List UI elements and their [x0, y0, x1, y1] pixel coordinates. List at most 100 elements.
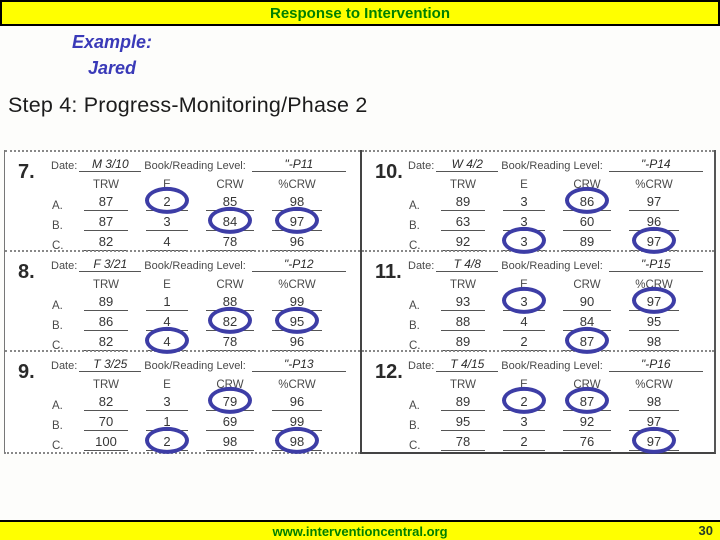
score-value: 96 — [272, 334, 322, 351]
column-header: E — [163, 379, 171, 391]
score-value: 88 — [206, 294, 254, 311]
score-value: 76 — [563, 434, 611, 451]
reading-level-value: "-P13 — [251, 357, 346, 372]
column-header: E — [520, 279, 528, 291]
reading-level-value: "-P11 — [251, 157, 346, 172]
corner-spacer — [49, 392, 75, 393]
row-label: A. — [52, 200, 63, 212]
column-header: %CRW — [278, 379, 316, 391]
score-value: 89 — [563, 234, 611, 251]
score-value: 95 — [272, 306, 322, 334]
score-value: 95 — [441, 414, 485, 431]
score-value: 2 — [503, 434, 545, 451]
reading-level-label: Book/Reading Level: — [501, 360, 603, 372]
score-value: 3 — [502, 226, 546, 254]
column-header: CRW — [216, 379, 244, 391]
date-value: T 4/8 — [436, 257, 499, 272]
row-label: A. — [409, 400, 420, 412]
score-value: 86 — [563, 186, 611, 214]
score-value: 2 — [502, 386, 546, 414]
reading-level-label: Book/Reading Level: — [144, 160, 246, 172]
score-value: 87 — [84, 214, 128, 231]
corner-spacer — [406, 292, 432, 293]
item-number: 7. — [18, 161, 35, 183]
score-value: 70 — [84, 414, 128, 431]
score-value: 96 — [272, 394, 322, 411]
column-header: TRW — [450, 179, 476, 191]
corner-spacer — [49, 192, 75, 193]
score-value: 97 — [272, 206, 322, 234]
slide-title-banner: Response to Intervention — [0, 0, 720, 26]
score-value: 1 — [146, 414, 188, 431]
score-value: 60 — [563, 214, 611, 231]
column-header: CRW — [573, 179, 601, 191]
score-value: 97 — [629, 194, 679, 211]
score-value: 97 — [629, 426, 679, 454]
score-value: 90 — [563, 294, 611, 311]
score-value: 4 — [146, 314, 188, 331]
score-value: 98 — [272, 426, 322, 454]
score-value: 78 — [206, 334, 254, 351]
column-header: CRW — [216, 179, 244, 191]
score-value: 85 — [206, 194, 254, 211]
score-value: 78 — [206, 234, 254, 251]
date-label: Date: — [51, 360, 78, 372]
score-value: 97 — [629, 226, 679, 254]
column-header: TRW — [450, 279, 476, 291]
score-value: 82 — [206, 306, 254, 334]
score-value: 96 — [629, 214, 679, 231]
row-label: A. — [52, 400, 63, 412]
score-value: 89 — [441, 394, 485, 411]
score-value: 100 — [84, 434, 128, 451]
item-number: 12. — [375, 361, 403, 383]
score-value: 98 — [206, 434, 254, 451]
example-label-line2: Jared — [87, 58, 137, 79]
reading-level-value: "-P14 — [608, 157, 703, 172]
footer-bar: www.interventioncentral.org 30 — [0, 520, 720, 540]
score-value: 98 — [272, 194, 322, 211]
column-header: TRW — [93, 279, 119, 291]
item-number: 8. — [18, 261, 35, 283]
score-value: 3 — [146, 214, 188, 231]
score-value: 3 — [503, 214, 545, 231]
score-value: 2 — [145, 426, 189, 454]
column-header: TRW — [450, 379, 476, 391]
score-value: 89 — [84, 294, 128, 311]
row-label: C. — [52, 340, 64, 352]
score-value: 88 — [441, 314, 485, 331]
column-header: E — [163, 179, 171, 191]
corner-spacer — [49, 292, 75, 293]
score-value: 82 — [84, 334, 128, 351]
score-value: 92 — [441, 234, 485, 251]
score-value: 2 — [145, 186, 189, 214]
row-label: B. — [409, 420, 420, 432]
row-label: B. — [52, 220, 63, 232]
score-value: 98 — [629, 394, 679, 411]
date-value: W 4/2 — [436, 157, 499, 172]
score-value: 3 — [503, 194, 545, 211]
column-header: %CRW — [278, 279, 316, 291]
row-label: C. — [409, 340, 421, 352]
column-header: CRW — [573, 279, 601, 291]
score-value: 3 — [503, 414, 545, 431]
example-label: Example: Jared — [52, 29, 172, 81]
date-label: Date: — [51, 160, 78, 172]
date-value: F 3/21 — [79, 257, 142, 272]
slide-title: Response to Intervention — [269, 4, 451, 22]
score-value: 84 — [206, 206, 254, 234]
row-label: A. — [409, 300, 420, 312]
score-value: 99 — [272, 294, 322, 311]
score-value: 86 — [84, 314, 128, 331]
date-label: Date: — [408, 360, 435, 372]
date-value: T 3/25 — [79, 357, 142, 372]
corner-spacer — [406, 392, 432, 393]
